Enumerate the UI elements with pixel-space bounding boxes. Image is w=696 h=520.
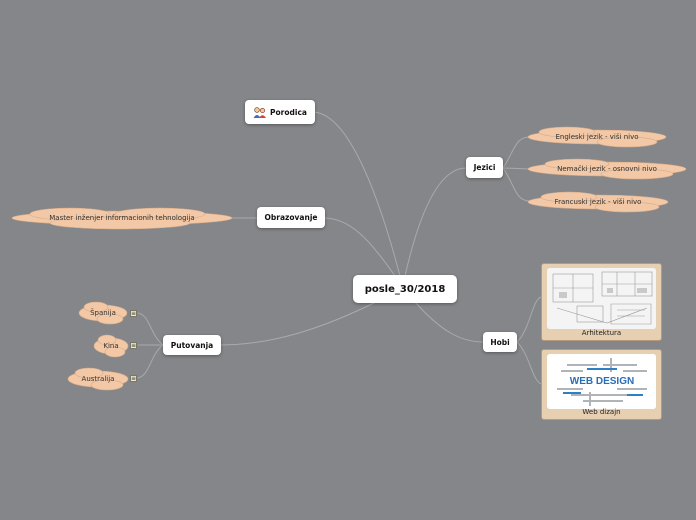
- branch-jezici[interactable]: Jezici: [466, 157, 503, 178]
- cloud-shape: [527, 158, 687, 180]
- cloud-shape: [78, 301, 128, 325]
- leaf-spanija-label: Španija: [90, 309, 116, 317]
- branch-porodica[interactable]: Porodica: [245, 100, 315, 124]
- leaf-francuski-label: Francuski jezik - viši nivo: [554, 198, 642, 206]
- leaf-francuski[interactable]: Francuski jezik - viši nivo: [527, 190, 669, 214]
- leaf-spanija[interactable]: Španija: [78, 301, 128, 325]
- branch-putovanja-label: Putovanja: [170, 340, 214, 350]
- note-icon[interactable]: ≡: [130, 375, 137, 382]
- leaf-engleski-label: Engleski jezik - viši nivo: [555, 133, 639, 141]
- architecture-image: [547, 268, 656, 329]
- note-icon[interactable]: ≡: [130, 342, 137, 349]
- leaf-master-label: Master inženjer informacionih tehnologij…: [49, 214, 195, 222]
- branch-hobi[interactable]: Hobi: [483, 332, 517, 352]
- leaf-engleski[interactable]: Engleski jezik - viši nivo: [527, 125, 667, 149]
- central-node[interactable]: posle_30/2018: [353, 275, 457, 303]
- leaf-webdizajn-label: Web dizajn: [582, 408, 621, 416]
- branch-jezici-label: Jezici: [473, 163, 496, 172]
- note-icon[interactable]: ≡: [130, 310, 137, 317]
- cloud-shape: [93, 334, 129, 358]
- leaf-kina-label: Kina: [103, 342, 119, 350]
- leaf-nemacki[interactable]: Nemački jezik - osnovni nivo: [527, 157, 687, 181]
- branch-porodica-label: Porodica: [270, 107, 307, 117]
- central-node-label: posle_30/2018: [364, 283, 446, 295]
- leaf-arhitektura[interactable]: Arhitektura: [541, 263, 662, 341]
- leaf-australija[interactable]: Australija: [67, 367, 129, 391]
- cloud-shape: [527, 126, 667, 148]
- leaf-kina[interactable]: Kina: [93, 334, 129, 358]
- leaf-master[interactable]: Master inženjer informacionih tehnologij…: [10, 206, 234, 230]
- branch-obrazovanje[interactable]: Obrazovanje: [257, 207, 325, 228]
- cloud-shape: [527, 191, 669, 213]
- family-icon: [253, 106, 267, 118]
- leaf-webdizajn[interactable]: WEB DESIGN Web dizajn: [541, 349, 662, 420]
- branch-hobi-label: Hobi: [490, 337, 510, 347]
- web-design-image: WEB DESIGN: [547, 354, 656, 409]
- cloud-shape: [67, 367, 129, 391]
- web-design-image-title: WEB DESIGN: [570, 376, 634, 387]
- branch-obrazovanje-label: Obrazovanje: [264, 213, 318, 222]
- cloud-shape: [11, 207, 233, 230]
- branch-putovanja[interactable]: Putovanja: [163, 335, 221, 355]
- leaf-nemacki-label: Nemački jezik - osnovni nivo: [557, 165, 657, 173]
- leaf-australija-label: Australija: [81, 375, 115, 383]
- leaf-arhitektura-label: Arhitektura: [581, 329, 622, 337]
